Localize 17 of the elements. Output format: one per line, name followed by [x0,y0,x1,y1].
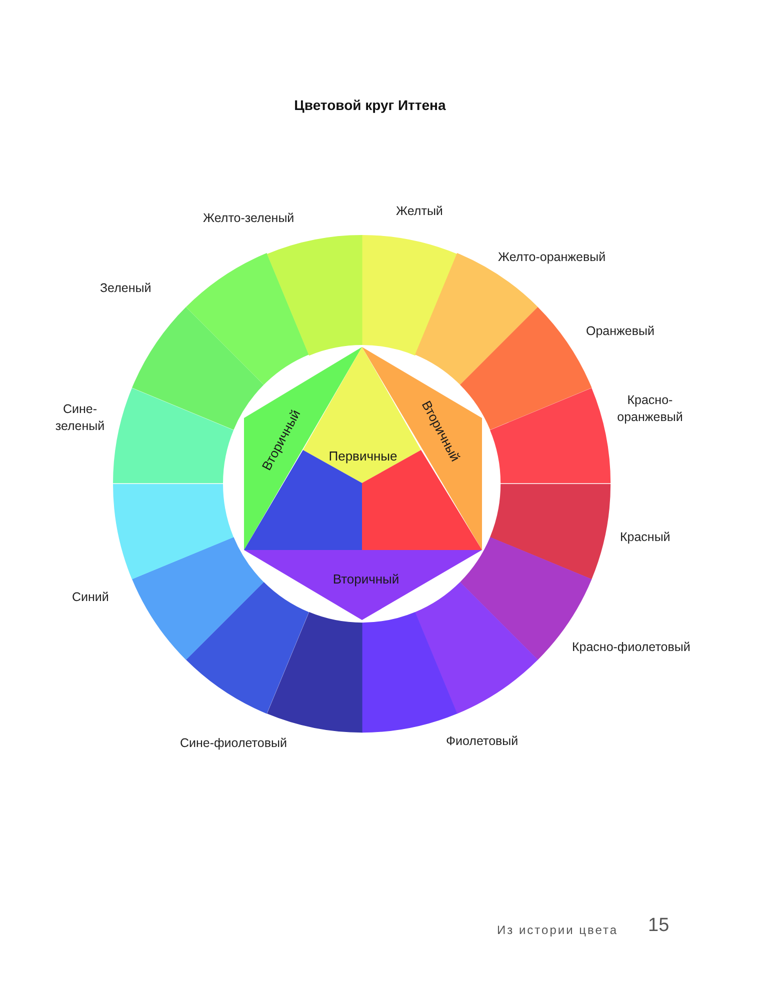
color-name: Красно-фиолетовый [572,638,690,656]
color-name: Сине- зеленый [54,400,106,435]
color-name: Фиолетовый [446,732,518,750]
footer-text: Из истории цвета [497,922,618,939]
color-name: Красный [620,529,670,546]
segment-label: Первичные [328,448,398,464]
color-name: Сине-фиолетовый [180,734,287,752]
color-name: Красно- оранжевый [616,392,684,426]
page-number: 15 [648,915,670,937]
color-name: Желто-оранжевый [498,249,606,266]
color-name: Оранжевый [586,322,654,340]
color-name: Синий [72,588,109,606]
title: Цветовой круг Иттена [293,97,447,113]
color-name: Желто-зеленый [203,210,294,227]
segment-label: Вторичный [332,572,400,586]
color-name: Желтый [396,203,443,220]
color-name: Зеленый [100,280,152,297]
